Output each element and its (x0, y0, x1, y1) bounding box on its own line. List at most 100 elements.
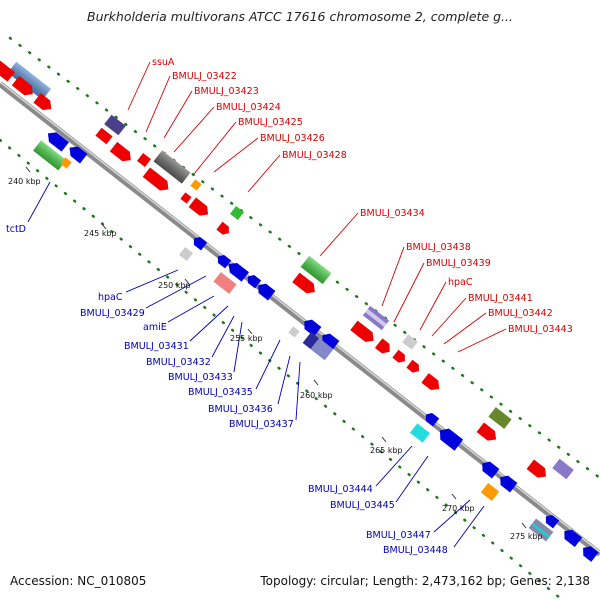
gene-feature (304, 319, 322, 337)
gene-feature (60, 157, 72, 169)
reverse-labels: tctD hpaC BMULJ_03429 amiE BMULJ_03431 B… (6, 224, 448, 556)
reverse-gene-label: BMULJ_03433 (168, 372, 233, 383)
gene-feature (302, 331, 334, 361)
gene-feature (142, 167, 169, 191)
gene-feature (406, 359, 419, 373)
gene-feature (178, 246, 194, 262)
gene-feature (583, 546, 599, 562)
gene-feature (153, 150, 191, 184)
reverse-gene-label: BMULJ_03444 (308, 484, 373, 495)
forward-gene-label: BMULJ_03439 (426, 258, 491, 269)
gene-feature (188, 197, 209, 216)
reverse-genes (33, 132, 599, 562)
reverse-gene-label: BMULJ_03432 (146, 357, 211, 368)
gene-feature (350, 320, 374, 342)
gene-feature (545, 515, 560, 529)
gene-feature (392, 349, 405, 363)
gene-feature (362, 305, 390, 331)
forward-genes (0, 59, 574, 480)
tick-label: 260 kbp (300, 391, 333, 400)
gene-feature (11, 75, 33, 96)
gene-feature (228, 262, 249, 282)
map-title: Burkholderia multivorans ATCC 17616 chro… (87, 9, 513, 24)
gc-dots-inner (0, 138, 562, 600)
gene-feature (69, 146, 88, 164)
gene-feature (229, 205, 245, 221)
reverse-gene-label: BMULJ_03445 (330, 500, 395, 511)
reverse-gene-label: amiE (143, 322, 167, 333)
reverse-gene-label: BMULJ_03436 (208, 404, 273, 415)
gene-feature (526, 459, 547, 478)
gene-feature (439, 428, 464, 451)
tick-label: 265 kbp (370, 446, 403, 455)
gene-feature (500, 475, 518, 493)
forward-gene-label: BMULJ_03424 (216, 102, 281, 113)
forward-gene-label: BMULJ_03443 (508, 324, 573, 335)
gene-feature (47, 132, 69, 152)
tick-label: 255 kbp (230, 334, 263, 343)
gene-feature (217, 255, 232, 269)
tick-label: 270 kbp (442, 504, 475, 513)
forward-gene-label: ssuA (152, 57, 175, 68)
forward-gene-label: BMULJ_03434 (360, 208, 425, 219)
reverse-label-leaders (27, 181, 485, 548)
tick-label: 250 kbp (158, 281, 191, 290)
gene-feature (410, 423, 430, 443)
forward-gene-label: BMULJ_03423 (194, 86, 259, 97)
gene-feature (216, 221, 229, 235)
gene-feature (258, 283, 276, 301)
gene-feature (552, 458, 574, 480)
gene-feature (292, 272, 315, 294)
gene-feature (482, 461, 500, 479)
reverse-gene-label: BMULJ_03437 (229, 419, 294, 430)
gene-feature (33, 140, 67, 171)
forward-labels: ssuA BMULJ_03422 BMULJ_03423 BMULJ_03424… (152, 57, 573, 335)
gene-feature (528, 518, 554, 542)
gene-feature (322, 333, 340, 351)
gene-feature (564, 529, 583, 548)
gene-feature (402, 334, 418, 350)
gc-dots-outer (8, 36, 600, 480)
gene-feature (136, 152, 152, 168)
reverse-gene-label: hpaC (98, 292, 123, 303)
accession-text: Accession: NC_010805 (10, 574, 147, 588)
forward-gene-label: BMULJ_03425 (238, 117, 303, 128)
gene-feature (288, 326, 300, 338)
reverse-gene-label: BMULJ_03429 (80, 308, 145, 319)
genome-stats-text: Topology: circular; Length: 2,473,162 bp… (260, 574, 590, 588)
genome-backbone (0, 81, 600, 557)
gene-feature (213, 272, 237, 294)
gene-feature (33, 93, 52, 110)
gene-feature (480, 482, 500, 502)
gene-feature (193, 237, 208, 251)
gene-feature (247, 275, 262, 289)
tick-labels: 240 kbp 245 kbp 250 kbp 255 kbp 260 kbp … (8, 177, 543, 541)
tick-label: 275 kbp (510, 532, 543, 541)
forward-gene-label: hpaC (448, 277, 473, 288)
forward-gene-label: BMULJ_03428 (282, 150, 347, 161)
gene-feature (488, 407, 512, 429)
gene-feature (421, 373, 440, 390)
gene-feature (109, 141, 131, 162)
gene-feature (374, 338, 390, 354)
gene-feature (425, 413, 440, 427)
reverse-gene-label: BMULJ_03448 (383, 545, 448, 556)
gene-feature (476, 422, 497, 441)
gene-feature (7, 61, 52, 100)
reverse-gene-label: BMULJ_03447 (366, 530, 431, 541)
gene-feature (0, 59, 15, 82)
gene-feature (190, 179, 202, 191)
forward-gene-label: BMULJ_03438 (406, 242, 471, 253)
forward-gene-label: BMULJ_03441 (468, 293, 533, 304)
tick-label: 240 kbp (8, 177, 41, 186)
gene-feature (95, 127, 113, 145)
reverse-gene-label: BMULJ_03431 (124, 341, 189, 352)
forward-label-leaders (127, 61, 507, 353)
reverse-gene-label: tctD (6, 224, 26, 235)
gene-feature (104, 114, 126, 136)
gene-feature (180, 192, 192, 204)
tick-marks (25, 166, 527, 529)
forward-gene-label: BMULJ_03422 (172, 71, 237, 82)
reverse-gene-label: BMULJ_03435 (188, 387, 253, 398)
